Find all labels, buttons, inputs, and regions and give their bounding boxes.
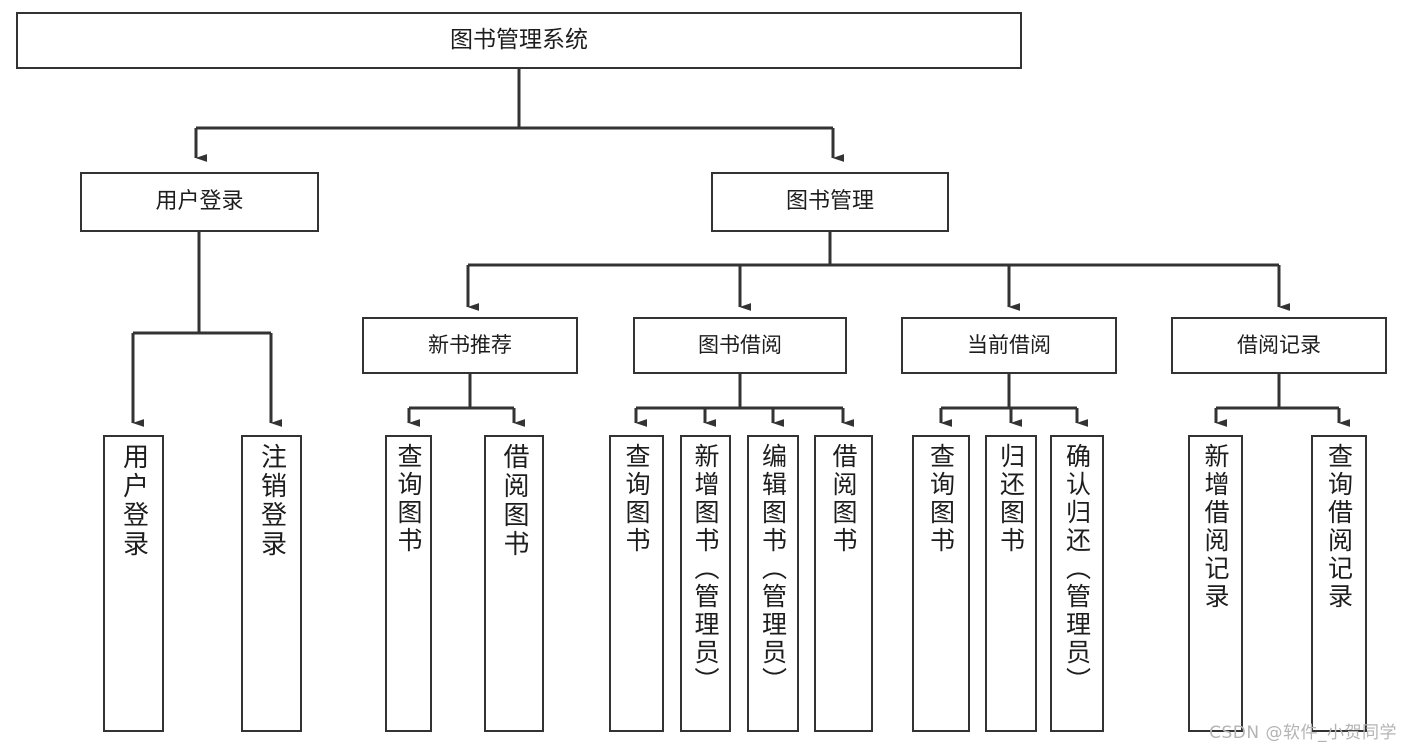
node-leaf-edit-book[interactable]: 编辑图书（管理员）	[747, 435, 799, 732]
node-leaf-query-book-1[interactable]: 查询图书	[385, 435, 432, 732]
node-label: 借阅图书	[829, 443, 858, 555]
node-label: 归还图书	[996, 443, 1026, 555]
node-leaf-query-record[interactable]: 查询借阅记录	[1311, 435, 1367, 732]
node-leaf-borrow-book-1[interactable]: 借阅图书	[484, 435, 544, 732]
node-label: 确认归还（管理员）	[1062, 443, 1092, 695]
node-current-borrow[interactable]: 当前借阅	[901, 317, 1117, 374]
node-leaf-add-book[interactable]: 新增图书（管理员）	[680, 435, 731, 732]
node-leaf-confirm-return[interactable]: 确认归还（管理员）	[1050, 435, 1104, 732]
node-root-system[interactable]: 图书管理系统	[16, 12, 1022, 69]
node-leaf-user-login[interactable]: 用户登录	[103, 435, 164, 732]
node-label: 查询图书	[394, 443, 423, 555]
node-leaf-user-logout[interactable]: 注销登录	[241, 435, 302, 732]
node-label: 图书借阅	[698, 333, 782, 358]
node-leaf-return-book[interactable]: 归还图书	[985, 435, 1037, 732]
node-book-borrow[interactable]: 图书借阅	[633, 317, 847, 374]
node-leaf-query-book-2[interactable]: 查询图书	[609, 435, 664, 732]
node-label: 查询借阅记录	[1324, 443, 1354, 611]
node-label: 用户登录	[118, 443, 149, 559]
node-label: 新增图书（管理员）	[691, 443, 720, 695]
node-leaf-query-book-3[interactable]: 查询图书	[912, 435, 970, 732]
node-label: 借阅图书	[499, 443, 529, 559]
node-label: 借阅记录	[1237, 333, 1321, 358]
csdn-watermark: CSDN @软件_小贺同学	[1209, 723, 1397, 743]
node-borrow-record[interactable]: 借阅记录	[1171, 317, 1387, 374]
node-label: 当前借阅	[967, 333, 1051, 358]
node-book-manage[interactable]: 图书管理	[711, 172, 949, 232]
node-leaf-borrow-book-2[interactable]: 借阅图书	[814, 435, 873, 732]
node-label: 图书管理系统	[450, 27, 588, 54]
node-label: 查询图书	[622, 443, 651, 555]
node-leaf-add-record[interactable]: 新增借阅记录	[1188, 435, 1243, 732]
node-label: 新增借阅记录	[1201, 443, 1230, 611]
node-label: 新书推荐	[428, 333, 512, 358]
node-new-book-recommend[interactable]: 新书推荐	[362, 317, 578, 374]
node-label: 编辑图书（管理员）	[758, 443, 788, 695]
node-label: 查询图书	[926, 443, 956, 555]
node-user-login[interactable]: 用户登录	[80, 172, 319, 232]
node-label: 用户登录	[155, 189, 244, 215]
node-label: 注销登录	[256, 443, 287, 559]
node-label: 图书管理	[785, 189, 874, 215]
